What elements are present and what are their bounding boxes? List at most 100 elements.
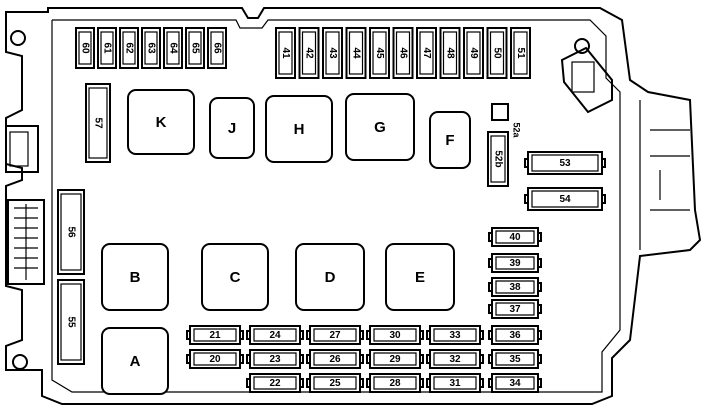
fuse-46: 46 <box>392 27 414 79</box>
mount-hole-bottom-left <box>12 354 28 370</box>
fuse-66: 66 <box>207 27 227 69</box>
fuse-50: 50 <box>486 27 508 79</box>
fuse-38: 38 <box>488 277 542 297</box>
fuse-36: 36 <box>488 325 542 345</box>
relay-f: F <box>429 111 471 169</box>
fuse-33: 33 <box>426 325 484 345</box>
mount-hole-top-left <box>10 30 26 46</box>
fuse-28: 28 <box>366 373 424 393</box>
relay-label-e: E <box>415 269 425 286</box>
fuse-60: 60 <box>75 27 95 69</box>
fuse-45-label: 45 <box>374 47 385 59</box>
relay-label-j: J <box>228 120 236 137</box>
fuse-22-label: 22 <box>269 378 281 389</box>
fuse-42: 42 <box>298 27 320 79</box>
fuse-66-label: 66 <box>211 42 222 54</box>
fuse-45: 45 <box>369 27 390 79</box>
fuse-41: 41 <box>275 27 296 79</box>
mount-hole-top-right <box>574 38 590 54</box>
relay-label-a: A <box>130 353 141 370</box>
fuse-62-label: 62 <box>123 42 134 54</box>
fuse-46-label: 46 <box>397 47 408 59</box>
fuse-52b: 52b <box>487 131 509 187</box>
fuse-52a: 52a <box>491 103 522 138</box>
fuse-61-label: 61 <box>101 42 112 54</box>
fuse-55-label: 55 <box>65 316 76 328</box>
fuse-47-label: 47 <box>421 47 432 59</box>
fuse-57-label: 57 <box>92 117 103 129</box>
fuse-20: 20 <box>186 349 244 369</box>
fuse-63: 63 <box>141 27 161 69</box>
fuse-25: 25 <box>306 373 364 393</box>
fuse-24-label: 24 <box>269 330 281 341</box>
left-connector-upper <box>5 125 39 173</box>
fuse-21: 21 <box>186 325 244 345</box>
relay-label-k: K <box>156 114 167 131</box>
relay-j: J <box>209 97 255 159</box>
fuse-39: 39 <box>488 253 542 273</box>
fuse-26-label: 26 <box>329 354 341 365</box>
fuse-56-label: 56 <box>65 226 76 238</box>
fuse-22: 22 <box>246 373 304 393</box>
fuse-65-label: 65 <box>189 42 200 54</box>
fuse-32-label: 32 <box>449 354 461 365</box>
fuse-48: 48 <box>439 27 461 79</box>
fuse-56: 56 <box>57 189 85 275</box>
fuse-49: 49 <box>463 27 484 79</box>
right-connector <box>560 46 613 114</box>
fuse-43: 43 <box>322 27 343 79</box>
relay-label-d: D <box>325 269 336 286</box>
fuse-52b-label: 52b <box>492 150 503 167</box>
fuse-29-label: 29 <box>389 354 401 365</box>
right-connector-inner <box>571 61 595 93</box>
relay-label-h: H <box>294 121 305 138</box>
fuse-63-label: 63 <box>145 42 156 54</box>
fuse-34-label: 34 <box>509 378 521 389</box>
relay-label-b: B <box>130 269 141 286</box>
fuse-23-label: 23 <box>269 354 281 365</box>
fuse-60-label: 60 <box>79 42 90 54</box>
relay-label-g: G <box>374 119 386 136</box>
left-connector-multipin <box>7 199 45 285</box>
fuse-62: 62 <box>119 27 139 69</box>
relay-d: D <box>295 243 365 311</box>
fuse-51: 51 <box>510 27 531 79</box>
fuse-23: 23 <box>246 349 304 369</box>
relay-c: C <box>201 243 269 311</box>
fuse-54-label: 54 <box>559 194 571 205</box>
fuse-50-label: 50 <box>491 47 502 59</box>
left-connector-pins <box>14 204 38 280</box>
fuse-30-label: 30 <box>389 330 401 341</box>
fuse-27-label: 27 <box>329 330 341 341</box>
fuse-37-label: 37 <box>509 304 521 315</box>
relay-h: H <box>265 95 333 163</box>
fuse-36-label: 36 <box>509 330 521 341</box>
fuse-31: 31 <box>426 373 484 393</box>
fuse-34: 34 <box>488 373 542 393</box>
fuse-26: 26 <box>306 349 364 369</box>
fuse-44-label: 44 <box>350 47 361 59</box>
fuse-30: 30 <box>366 325 424 345</box>
relay-label-f: F <box>445 132 454 149</box>
fuse-53-label: 53 <box>559 158 571 169</box>
fuse-20-label: 20 <box>209 354 221 365</box>
fuse-25-label: 25 <box>329 378 341 389</box>
fuse-44: 44 <box>345 27 367 79</box>
fuse-38-label: 38 <box>509 282 521 293</box>
fuse-37: 37 <box>488 299 542 319</box>
fuse-28-label: 28 <box>389 378 401 389</box>
relay-e: E <box>385 243 455 311</box>
fuse-51-label: 51 <box>515 47 526 59</box>
fuse-27: 27 <box>306 325 364 345</box>
fuse-40: 40 <box>488 227 542 247</box>
fuse-65: 65 <box>185 27 205 69</box>
fuse-42-label: 42 <box>303 47 314 59</box>
fuse-33-label: 33 <box>449 330 461 341</box>
left-connector-upper-inner <box>9 131 29 167</box>
fuse-39-label: 39 <box>509 258 521 269</box>
relay-b: B <box>101 243 169 311</box>
relay-g: G <box>345 93 415 161</box>
fuse-40-label: 40 <box>509 232 521 243</box>
fuse-48-label: 48 <box>444 47 455 59</box>
